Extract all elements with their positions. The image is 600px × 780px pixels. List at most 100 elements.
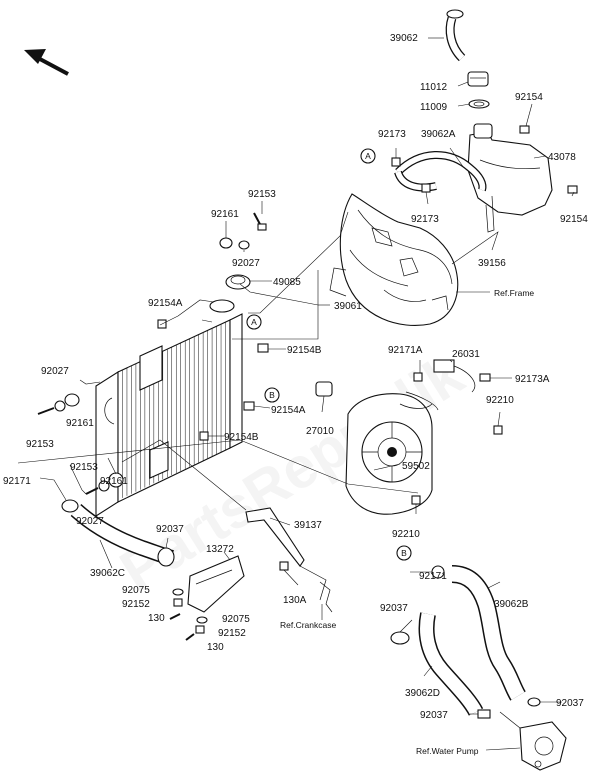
direction-arrow-icon [24, 49, 69, 76]
label-130-b: 130 [207, 642, 224, 653]
label-92075-a: 92075 [122, 585, 150, 596]
bolt-92154-right [567, 185, 578, 194]
label-92154-right: 92154 [560, 214, 588, 225]
label-92171-left: 92171 [3, 476, 31, 487]
marker-a-lower: A [246, 314, 262, 330]
label-92037-right: 92037 [556, 698, 584, 709]
label-39137: 39137 [294, 520, 322, 531]
label-92171A: 92171A [388, 345, 423, 356]
label-92152-b: 92152 [218, 628, 246, 639]
label-92161-left: 92161 [66, 418, 94, 429]
label-26031: 26031 [452, 349, 480, 360]
switch-27010 [315, 381, 333, 397]
collar-92027-left [64, 393, 80, 407]
label-92027-left: 92027 [41, 366, 69, 377]
label-92161-top: 92161 [211, 209, 239, 220]
label-92075-b: 92075 [222, 614, 250, 625]
water-pump-ref [499, 711, 567, 771]
bolt-92153-top [253, 212, 267, 231]
label-43078: 43078 [548, 152, 576, 163]
label-92037-d-lower: 92037 [420, 710, 448, 721]
hose-39062A [394, 151, 487, 192]
label-39062D: 39062D [405, 688, 440, 699]
label-92154B-lower: 92154B [224, 432, 259, 443]
ref-crankcase-label: Ref.Crankcase [280, 620, 336, 630]
collar-92152-b [195, 625, 205, 634]
clamp-92037-right [527, 697, 541, 707]
label-92153-left: 92153 [26, 439, 54, 450]
collar-92027-top [238, 240, 250, 250]
bolt-92153-left [37, 407, 55, 415]
hose-39062D [418, 612, 484, 716]
label-92152-a: 92152 [122, 599, 150, 610]
clamp-92037-d-upper [390, 631, 410, 645]
label-92173-lower: 92173 [411, 214, 439, 225]
hose-39062B [451, 565, 526, 701]
label-92173A: 92173A [515, 374, 550, 385]
label-39062B: 39062B [494, 599, 529, 610]
label-49085: 49085 [273, 277, 301, 288]
grommet-92161-left [54, 400, 66, 412]
label-59502: 59502 [402, 461, 430, 472]
gasket-11009 [468, 99, 490, 109]
diagram-text: B [401, 548, 407, 558]
reservoir-hose-39062 [445, 9, 466, 62]
label-11012: 11012 [420, 82, 448, 93]
label-92210-upper: 92210 [486, 395, 514, 406]
bolt-92154B-lower [199, 431, 209, 441]
marker-b-upper: B [264, 387, 280, 403]
label-92171-right: 92171 [419, 571, 447, 582]
radiator-cap-49085 [225, 274, 251, 290]
clamp-92037-d-lower [477, 709, 491, 719]
bolt-130-a [169, 613, 181, 620]
bolt-130A [279, 561, 289, 571]
clamp-92037-lower-left [157, 547, 175, 567]
nut-92210-lower [411, 495, 421, 505]
reservoir-cap-11012 [467, 71, 489, 87]
part-labels: 39062 11012 11009 92154 92173 39062A 430… [3, 33, 588, 756]
label-92153-top: 92153 [248, 189, 276, 200]
connector-26031 [405, 359, 491, 411]
label-11009: 11009 [420, 102, 448, 113]
label-92153-lower: 92153 [70, 462, 98, 473]
label-13272: 13272 [206, 544, 234, 555]
diagram-text: B [269, 390, 275, 400]
label-92154A-upper: 92154A [148, 298, 183, 309]
ref-water-pump-label: Ref.Water Pump [416, 746, 479, 756]
label-39061: 39061 [334, 301, 362, 312]
label-39062C: 39062C [90, 568, 125, 579]
diagram-text: A [365, 151, 371, 161]
label-92173-upper: 92173 [378, 129, 406, 140]
grommet-92161-top [219, 237, 233, 249]
bolt-92153-lower [85, 487, 99, 495]
washer-92075-a [172, 588, 184, 596]
label-130A: 130A [283, 595, 307, 606]
label-92037-left: 92037 [156, 524, 184, 535]
label-39062: 39062 [390, 33, 418, 44]
collar-92027-lower [108, 472, 124, 488]
grommet-92161-lower [98, 480, 110, 492]
frame-ref [329, 193, 459, 326]
reservoir-tank-43078 [467, 123, 553, 233]
label-27010: 27010 [306, 426, 334, 437]
collar-92152-a [173, 598, 183, 607]
label-130-a: 130 [148, 613, 165, 624]
washer-92075-b [196, 616, 208, 624]
bracket-39137 [245, 507, 327, 601]
bolt-92154-upper [519, 125, 530, 134]
marker-b-lower: B [396, 545, 412, 561]
ref-frame-label: Ref.Frame [494, 288, 534, 298]
label-92154B-upper: 92154B [287, 345, 322, 356]
leader-lines [17, 37, 575, 751]
label-39156: 39156 [478, 258, 506, 269]
nut-92210-upper [493, 425, 503, 435]
label-92037-d-upper: 92037 [380, 603, 408, 614]
bracket-13272 [187, 555, 245, 613]
label-92027-top: 92027 [232, 258, 260, 269]
label-92154-upper: 92154 [515, 92, 543, 103]
clamp-92173-lower [421, 183, 431, 193]
crankcase-ref [319, 581, 333, 613]
marker-a-upper: A [360, 148, 376, 164]
